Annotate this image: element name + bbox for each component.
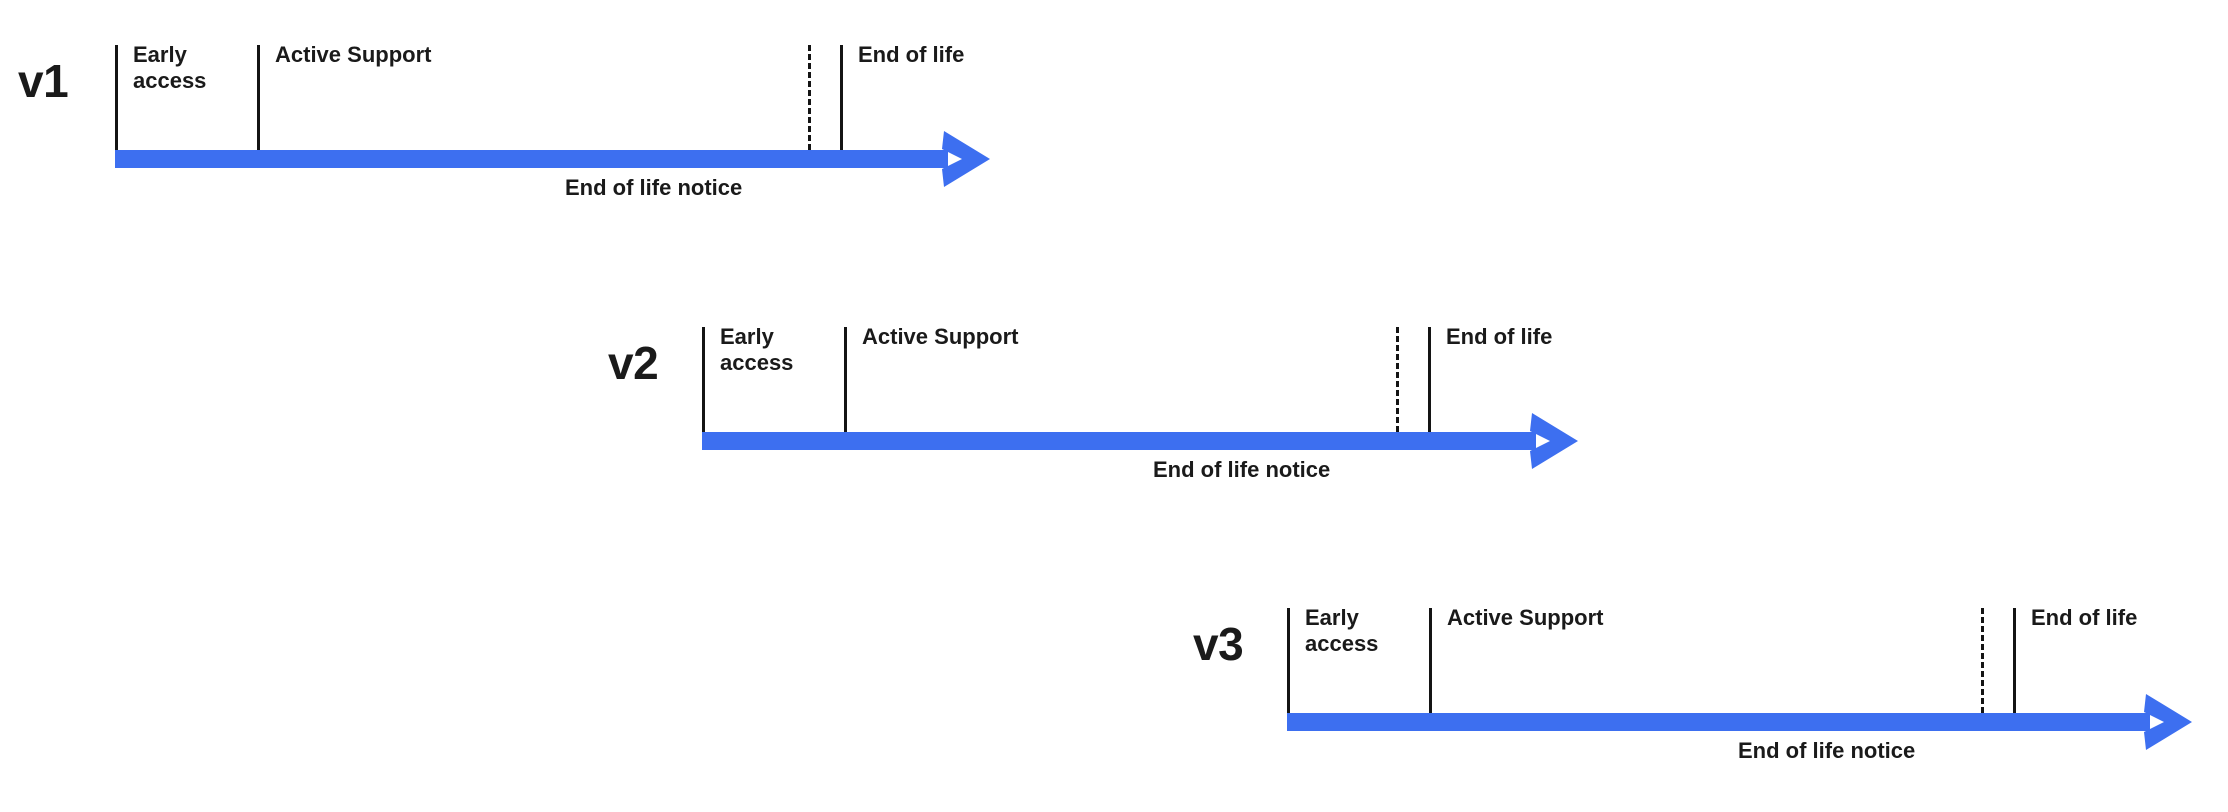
end-of-life-notice-label: End of life notice <box>565 175 743 200</box>
tick-active-support-start <box>1429 608 1432 713</box>
tick-active-support-start <box>844 327 847 432</box>
arrow-shaft <box>1287 713 2150 731</box>
arrow-shaft <box>115 150 948 168</box>
phase-label-end-of-life: End of life <box>2031 605 2138 630</box>
version-label-v3: v3 <box>1193 618 1244 670</box>
arrow-head <box>1530 413 1578 469</box>
tick-early-access-start <box>1287 608 1290 713</box>
lifecycle-arrow-v2 <box>702 413 1578 469</box>
arrow-head <box>942 131 990 187</box>
tick-end-of-life-start <box>2013 608 2016 713</box>
tick-early-access-start <box>115 45 118 150</box>
arrow-shaft <box>702 432 1536 450</box>
phase-label-end-of-life: End of life <box>858 42 965 67</box>
end-of-life-notice-label: End of life notice <box>1738 738 1916 763</box>
tick-end-of-life-start <box>840 45 843 150</box>
tick-active-support-start <box>257 45 260 150</box>
phase-label-active-support: Active Support <box>1447 605 1604 630</box>
phase-label-end-of-life: End of life <box>1446 324 1553 349</box>
tick-end-of-life-notice <box>1396 327 1399 432</box>
phase-label-early-access: Early access <box>720 324 794 375</box>
phase-label-early-access: Early access <box>133 42 207 93</box>
lifecycle-arrow-v1 <box>115 131 990 187</box>
lifecycle-arrow-v3 <box>1287 694 2192 750</box>
phase-label-active-support: Active Support <box>862 324 1019 349</box>
tick-end-of-life-start <box>1428 327 1431 432</box>
phase-label-active-support: Active Support <box>275 42 432 67</box>
end-of-life-notice-label: End of life notice <box>1153 457 1331 482</box>
phase-label-early-access: Early access <box>1305 605 1379 656</box>
tick-end-of-life-notice <box>808 45 811 150</box>
version-label-v1: v1 <box>18 55 69 107</box>
tick-early-access-start <box>702 327 705 432</box>
tick-end-of-life-notice <box>1981 608 1984 713</box>
arrow-head <box>2144 694 2192 750</box>
version-label-v2: v2 <box>608 337 659 389</box>
